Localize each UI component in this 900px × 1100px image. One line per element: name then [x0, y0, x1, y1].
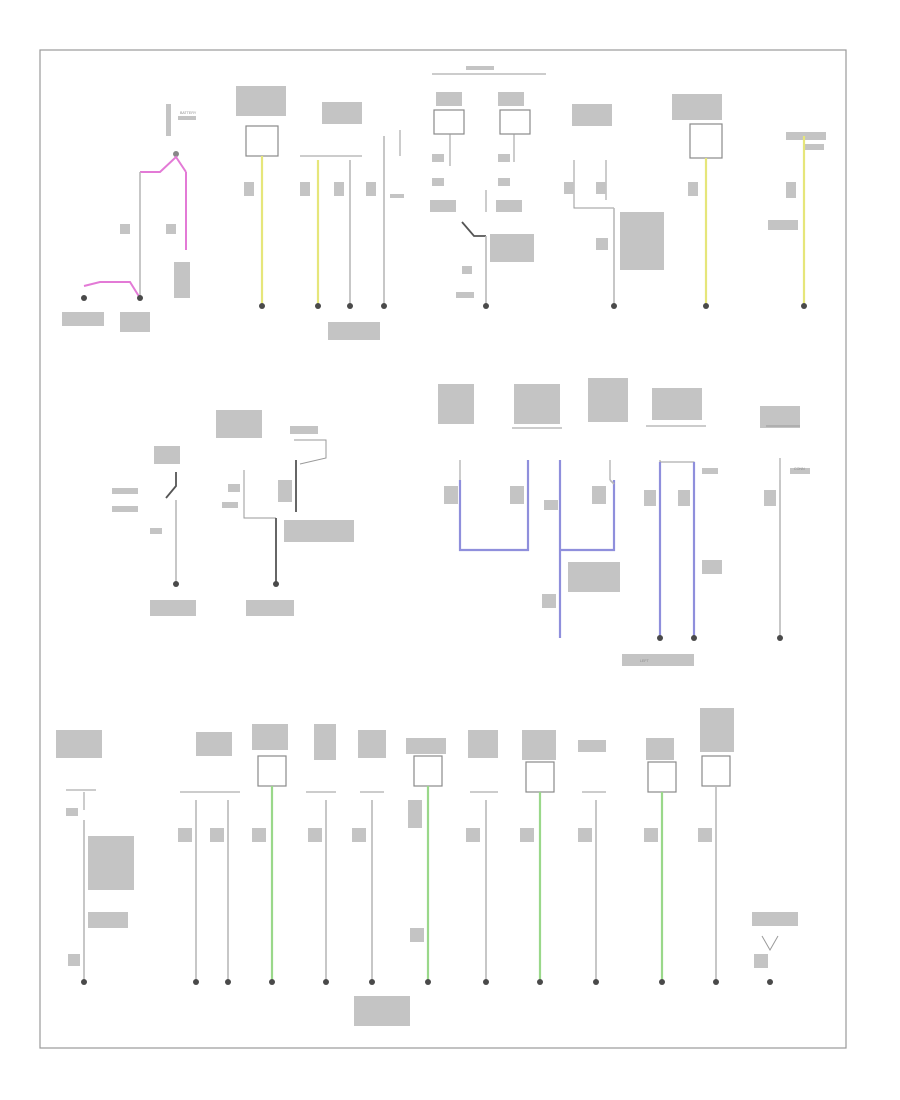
left-ground-circuit	[438, 378, 800, 666]
module-d-circuit	[672, 94, 723, 309]
diagram-frame	[39, 49, 847, 1049]
trailer-circuit	[112, 446, 196, 616]
header-label	[466, 66, 494, 70]
module-f-circuit	[764, 458, 810, 641]
module-c-circuit	[564, 104, 664, 309]
right-tag-label: CONN	[794, 467, 805, 471]
module-b-circuit	[300, 102, 404, 340]
bottom-module-group	[178, 708, 798, 1026]
brake-circuit	[216, 410, 354, 616]
module-a-circuit	[236, 86, 286, 309]
mid-tag-label: LEFT	[640, 659, 650, 663]
battery-circuit	[62, 104, 196, 332]
left-bottom-circuit	[56, 730, 134, 985]
switch-group	[430, 92, 534, 309]
module-e-circuit	[768, 132, 826, 309]
battery-label: BATTERY	[180, 111, 197, 115]
